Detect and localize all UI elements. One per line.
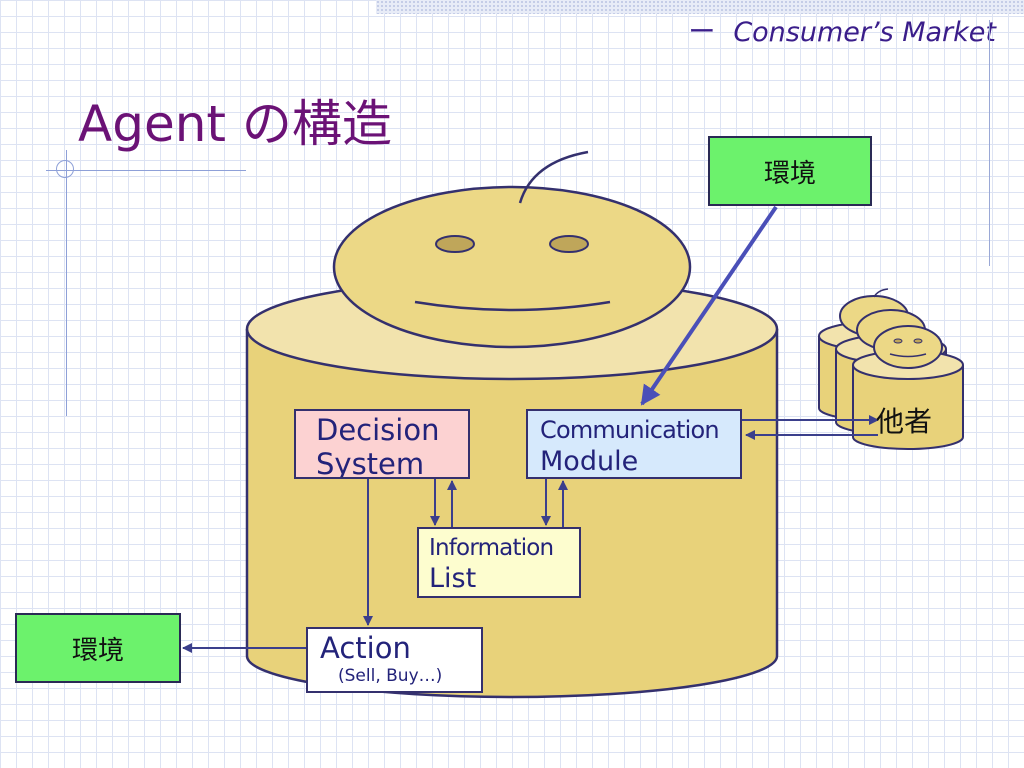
environment-top-label: 環境 bbox=[763, 158, 816, 189]
right-rule bbox=[989, 20, 990, 266]
agent-face bbox=[332, 150, 692, 349]
diagram-arrows bbox=[182, 205, 879, 653]
environment-left-label: 環境 bbox=[71, 635, 124, 666]
header-band bbox=[376, 0, 1024, 14]
communication-module-line2: Module bbox=[540, 446, 639, 477]
environment-box-top: 環境 bbox=[708, 136, 872, 206]
decor-vertical-line bbox=[66, 150, 67, 416]
decision-system-line1: Decision bbox=[316, 413, 440, 447]
action-line2: (Sell, Buy…) bbox=[338, 666, 443, 686]
action-line1: Action bbox=[320, 631, 411, 665]
subtitle: ー Consumer’s Market bbox=[688, 10, 996, 49]
information-list-line2: List bbox=[429, 563, 477, 594]
decor-circle bbox=[56, 160, 74, 178]
decision-system-box: Decision System bbox=[294, 409, 470, 479]
communication-module-box: Communication Module bbox=[526, 409, 742, 479]
arrow-env-to-communication bbox=[640, 205, 778, 406]
environment-box-left: 環境 bbox=[15, 613, 181, 683]
information-list-line1: Information bbox=[429, 535, 554, 561]
decor-horizontal-line bbox=[46, 170, 246, 171]
page-title: Agent の構造 bbox=[78, 95, 392, 153]
action-box: Action (Sell, Buy…) bbox=[306, 627, 483, 693]
subtitle-dash: ー bbox=[688, 17, 716, 48]
subtitle-text: Consumer’s Market bbox=[733, 17, 996, 48]
other-agents-stack bbox=[818, 288, 964, 450]
information-list-box: Information List bbox=[417, 527, 581, 598]
decision-system-line2: System bbox=[316, 447, 425, 479]
communication-module-line1: Communication bbox=[540, 416, 720, 444]
others-label: 他者 bbox=[876, 405, 933, 438]
